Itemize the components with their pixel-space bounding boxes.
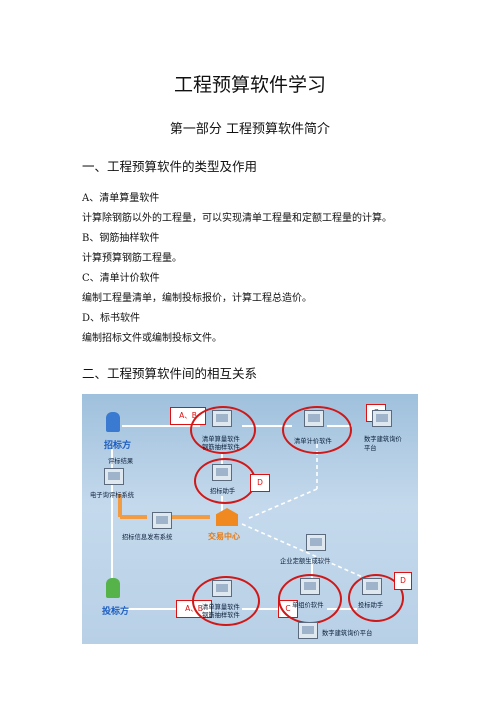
line-b-desc: 计算预算钢筋工程量。 xyxy=(82,253,182,264)
computer-icon xyxy=(212,464,232,481)
line-b-title: B、钢筋抽样软件 xyxy=(82,233,160,244)
zhaobiaofang-label: 招标方 xyxy=(104,441,132,451)
computer-icon xyxy=(104,468,124,485)
dianzi-pingbiao: 电子询评标系统 xyxy=(90,492,135,499)
computer-icon xyxy=(300,578,320,595)
line-c-desc: 编制工程量清单，编制投标报价，计算工程总造价。 xyxy=(82,293,312,304)
exchange-center-icon xyxy=(216,508,238,526)
tag-d-bottom: D xyxy=(394,572,412,590)
qingdan-jijia-top: 清单计价软件 xyxy=(294,438,332,445)
toubiaofang-label: 投标方 xyxy=(102,607,130,617)
gangjin-bottom: 钢筋抽样软件 xyxy=(202,612,240,619)
line-d-desc: 编制招标文件或编制投标文件。 xyxy=(82,333,222,344)
tag-d-mid: D xyxy=(250,474,270,492)
qiye-dinge: 企业定额生成软件 xyxy=(280,558,331,565)
tenderer-figure-icon xyxy=(106,412,120,432)
line-a-desc: 计算除钢筋以外的工程量，可以实现清单工程量和定额工程量的计算。 xyxy=(82,213,392,224)
toubiao-helper: 投标助手 xyxy=(358,602,384,609)
ellipse-top-right xyxy=(282,406,352,454)
relationship-diagram: 招标方 A、B 清单算量软件 钢筋抽样软件 C 清单计价软件 数字建筑询价平台 … xyxy=(82,394,418,644)
computer-icon xyxy=(372,410,392,427)
section1-heading: 一、工程预算软件的类型及作用 xyxy=(82,159,258,174)
computer-icon xyxy=(304,410,324,427)
computer-icon xyxy=(212,410,232,427)
bidder-figure-icon xyxy=(106,578,120,598)
zhaobiao-helper: 招标助手 xyxy=(210,488,236,495)
line-c-title: C、清单计价软件 xyxy=(82,273,160,284)
danjia-bottom: 单组价软件 xyxy=(292,602,324,609)
ellipse-bottom-left xyxy=(192,576,260,626)
line-d-title: D、标书软件 xyxy=(82,313,141,324)
qingdan-suanliang-top: 清单算量软件 xyxy=(202,436,240,443)
computer-icon xyxy=(362,578,382,595)
section1-body: A、清单算量软件 计算除钢筋以外的工程量，可以实现清单工程量和定额工程量的计算。… xyxy=(82,192,392,346)
computer-icon xyxy=(306,534,326,551)
section2-heading: 二、工程预算软件间的相互关系 xyxy=(82,366,258,381)
gangjin-top: 钢筋抽样软件 xyxy=(202,444,240,451)
line-a-title: A、清单算量软件 xyxy=(82,193,160,204)
part-title: 第一部分 工程预算软件简介 xyxy=(169,122,331,137)
page-title: 工程预算软件学习 xyxy=(173,74,326,96)
computer-icon xyxy=(212,580,232,597)
qingdan-suanliang-bottom: 清单算量软件 xyxy=(202,604,240,611)
ellipse-top-left xyxy=(190,406,256,454)
ellipse-bottom-right xyxy=(348,574,404,622)
zhaobiao-info: 招标信息发布系统 xyxy=(122,534,173,541)
shuzi-top: 数字建筑询价平台 xyxy=(364,436,402,452)
computer-icon xyxy=(298,622,318,639)
computer-icon xyxy=(152,512,172,529)
pingbiao-result: 评标结果 xyxy=(108,458,134,465)
jiaoyi-center: 交易中心 xyxy=(208,532,240,541)
shuzi-bottom: 数字建筑询价平台 xyxy=(322,630,373,637)
